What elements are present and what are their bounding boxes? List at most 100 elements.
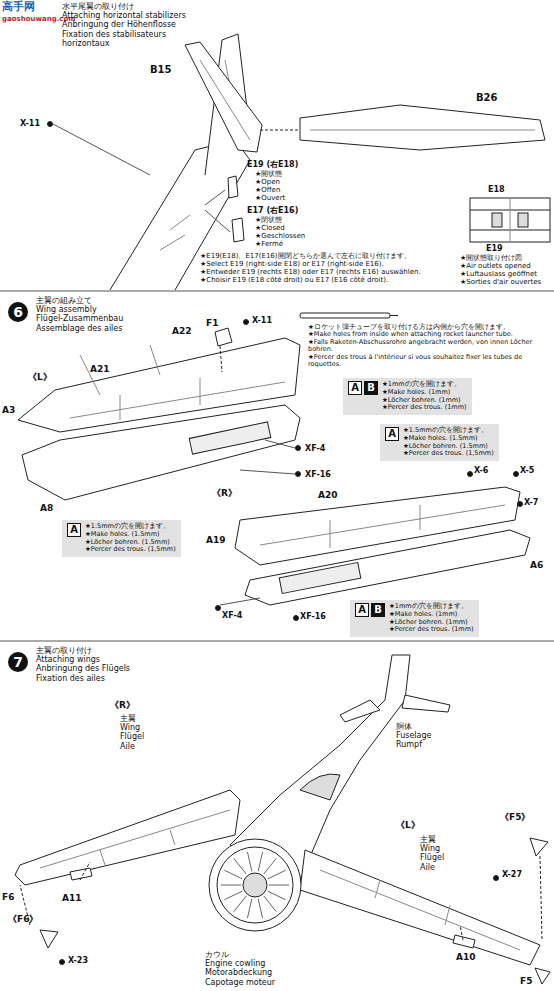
badge-group: A xyxy=(67,523,81,537)
badge-group: AB xyxy=(355,603,385,617)
part-number: E19 (右E18) xyxy=(247,160,298,169)
callout-label: ★Open xyxy=(255,178,280,186)
tail-assembly xyxy=(48,34,551,290)
note-text: ★Make holes from inside when attaching r… xyxy=(308,331,548,338)
callout-label: Capotage moteur xyxy=(205,978,275,987)
part-number: XF-16 xyxy=(305,470,331,479)
note-text: ★Make holes. (1mm) xyxy=(389,611,474,619)
note-text: ★Percer des trous. (1,5mm) xyxy=(85,546,176,554)
part-number: E18 xyxy=(488,185,505,194)
note-text: ★Choisir E19 (E18 côté droit) ou E17 (E1… xyxy=(200,276,388,284)
callout-label: Motorabdeckung xyxy=(205,968,272,977)
callout-label: Fuselage xyxy=(396,731,431,740)
note-text: ★Percer des trous. (1mm) xyxy=(389,626,474,634)
part-number: XF-16 xyxy=(300,612,326,621)
step-title: Fixation des stabilisateurs horizontaux xyxy=(62,30,187,48)
watermark: 高手网 xyxy=(2,1,35,14)
note-text: ★Make holes. (1.5mm) xyxy=(85,531,176,539)
callout-label: ★Luftauslass geöffnet xyxy=(460,270,537,278)
hole-size-badge: A xyxy=(355,603,369,617)
note-lines: ★1.5mmの穴を開けます。★Make holes. (1.5mm)★Löche… xyxy=(85,523,176,554)
part-number: B15 xyxy=(150,64,172,76)
step-number: 7 xyxy=(8,652,28,672)
callout-label: Flügel xyxy=(120,732,144,741)
part-number: XF-4 xyxy=(305,444,325,453)
part-number: A10 xyxy=(456,952,476,962)
hole-size-badge: B xyxy=(364,381,378,395)
callout-label: ★Air outlets opened xyxy=(460,262,531,270)
step-title: 主翼の組み立て xyxy=(36,296,92,305)
part-number: A19 xyxy=(206,535,226,545)
step-number-text: 6 xyxy=(13,304,23,320)
note-text: ★E19(E18)、E17(E16)開閉どちらか選んで左右に取り付けます。 xyxy=(200,252,411,260)
part-number: A3 xyxy=(2,405,15,415)
callout-label: ★開状態取り付け図 xyxy=(460,254,522,262)
part-number: B26 xyxy=(476,92,498,104)
note-text: ★Select E19 (right-side E18) or E17 (rig… xyxy=(200,260,384,268)
note-text: ★1mmの穴を開けます。 xyxy=(389,603,474,611)
note-text: ★ロケット弾チューブを取り付ける方は内側から穴を開けます。 xyxy=(308,324,548,331)
note-lines: ★1mmの穴を開けます。★Make holes. (1mm)★Löcher bo… xyxy=(382,381,467,412)
step-title: Flügel-Zusammenbau xyxy=(36,314,123,323)
step-title: Anbringung des Flügels xyxy=(36,664,130,673)
aircraft xyxy=(15,655,550,984)
note-text: ★1mmの穴を開けます。 xyxy=(382,381,467,389)
note-lines: ★1mmの穴を開けます。★Make holes. (1mm)★Löcher bo… xyxy=(389,603,474,634)
part-number: A22 xyxy=(172,326,192,336)
part-number: A21 xyxy=(90,364,110,374)
callout-label: ★Fermé xyxy=(255,240,283,248)
part-number: X-11 xyxy=(252,316,272,325)
step-number-text: 7 xyxy=(13,654,23,670)
callout-label: ★Geschlossen xyxy=(255,232,305,240)
part-number: X-5 xyxy=(520,466,534,475)
note-text: ★1.5mmの穴を開けます。 xyxy=(403,427,494,435)
note-text: ★Percer des trous à l'intérieur si vous … xyxy=(308,354,548,369)
part-number: XF-4 xyxy=(222,611,242,620)
part-number: E19 xyxy=(486,244,503,253)
callout-label: Aile xyxy=(420,863,435,872)
part-number: F5 xyxy=(520,976,532,986)
note-text: ★Löcher bohren. (1.5mm) xyxy=(403,443,494,451)
part-number: E17 (右E16) xyxy=(247,206,298,215)
drill-note-box: AB★1mmの穴を開けます。★Make holes. (1mm)★Löcher … xyxy=(343,378,472,415)
part-number: 《F5》 xyxy=(500,812,530,822)
hole-size-badge: A xyxy=(385,427,399,441)
step-title: Attaching horizontal stabilizers xyxy=(62,11,186,20)
part-number: X-11 xyxy=(20,119,40,128)
drill-note-box: A ★1.5mmの穴を開けます。★Make holes. (1.5mm)★Löch… xyxy=(62,520,181,557)
part-number: A20 xyxy=(318,490,338,500)
drill-note-box: AB ★1mmの穴を開けます。★Make holes. (1mm)★Löcher … xyxy=(350,600,479,637)
step-title: Anbringung der Höhenflosse xyxy=(62,20,176,29)
step-title: Wing assembly xyxy=(36,305,97,314)
part-number: F1 xyxy=(206,318,218,328)
callout-label: Wing xyxy=(120,723,140,732)
part-number: F6 xyxy=(2,892,14,902)
part-number: 《F6》 xyxy=(8,914,38,924)
note-text: ★Percer des trous. (1mm) xyxy=(382,404,467,412)
part-number: 《R》 xyxy=(110,700,135,710)
callout-label: ★Closed xyxy=(255,224,285,232)
part-number: A6 xyxy=(530,560,543,570)
note-text: ★Entweder E19 (rechts E18) oder E17 (rec… xyxy=(200,268,421,276)
callout-label: 胴体 xyxy=(396,722,412,731)
part-number: A8 xyxy=(40,503,53,513)
note-text: ★Löcher bohren. (1.5mm) xyxy=(85,539,176,547)
callout-label: Wing xyxy=(420,844,440,853)
step-title: Attaching wings xyxy=(36,655,100,664)
callout-label: 主翼 xyxy=(420,835,436,844)
part-number: 《L》 xyxy=(396,820,420,830)
part-number: 《L》 xyxy=(28,372,52,382)
callout-label: Rumpf xyxy=(396,740,422,749)
note-text: ★Falls Raketen-Abschussrohre angebracht … xyxy=(308,339,548,354)
part-number: X-6 xyxy=(474,466,488,475)
step-title: Assemblage des ailes xyxy=(36,324,122,333)
step-number: 6 xyxy=(8,302,28,322)
part-number: 《R》 xyxy=(212,488,237,498)
step-title: Fixation des ailes xyxy=(36,674,105,683)
callout-label: Aile xyxy=(120,742,135,751)
part-number: A11 xyxy=(62,893,82,903)
note-text: ★Make holes. (1mm) xyxy=(382,389,467,397)
note-text: ★Löcher bohren. (1mm) xyxy=(389,619,474,627)
